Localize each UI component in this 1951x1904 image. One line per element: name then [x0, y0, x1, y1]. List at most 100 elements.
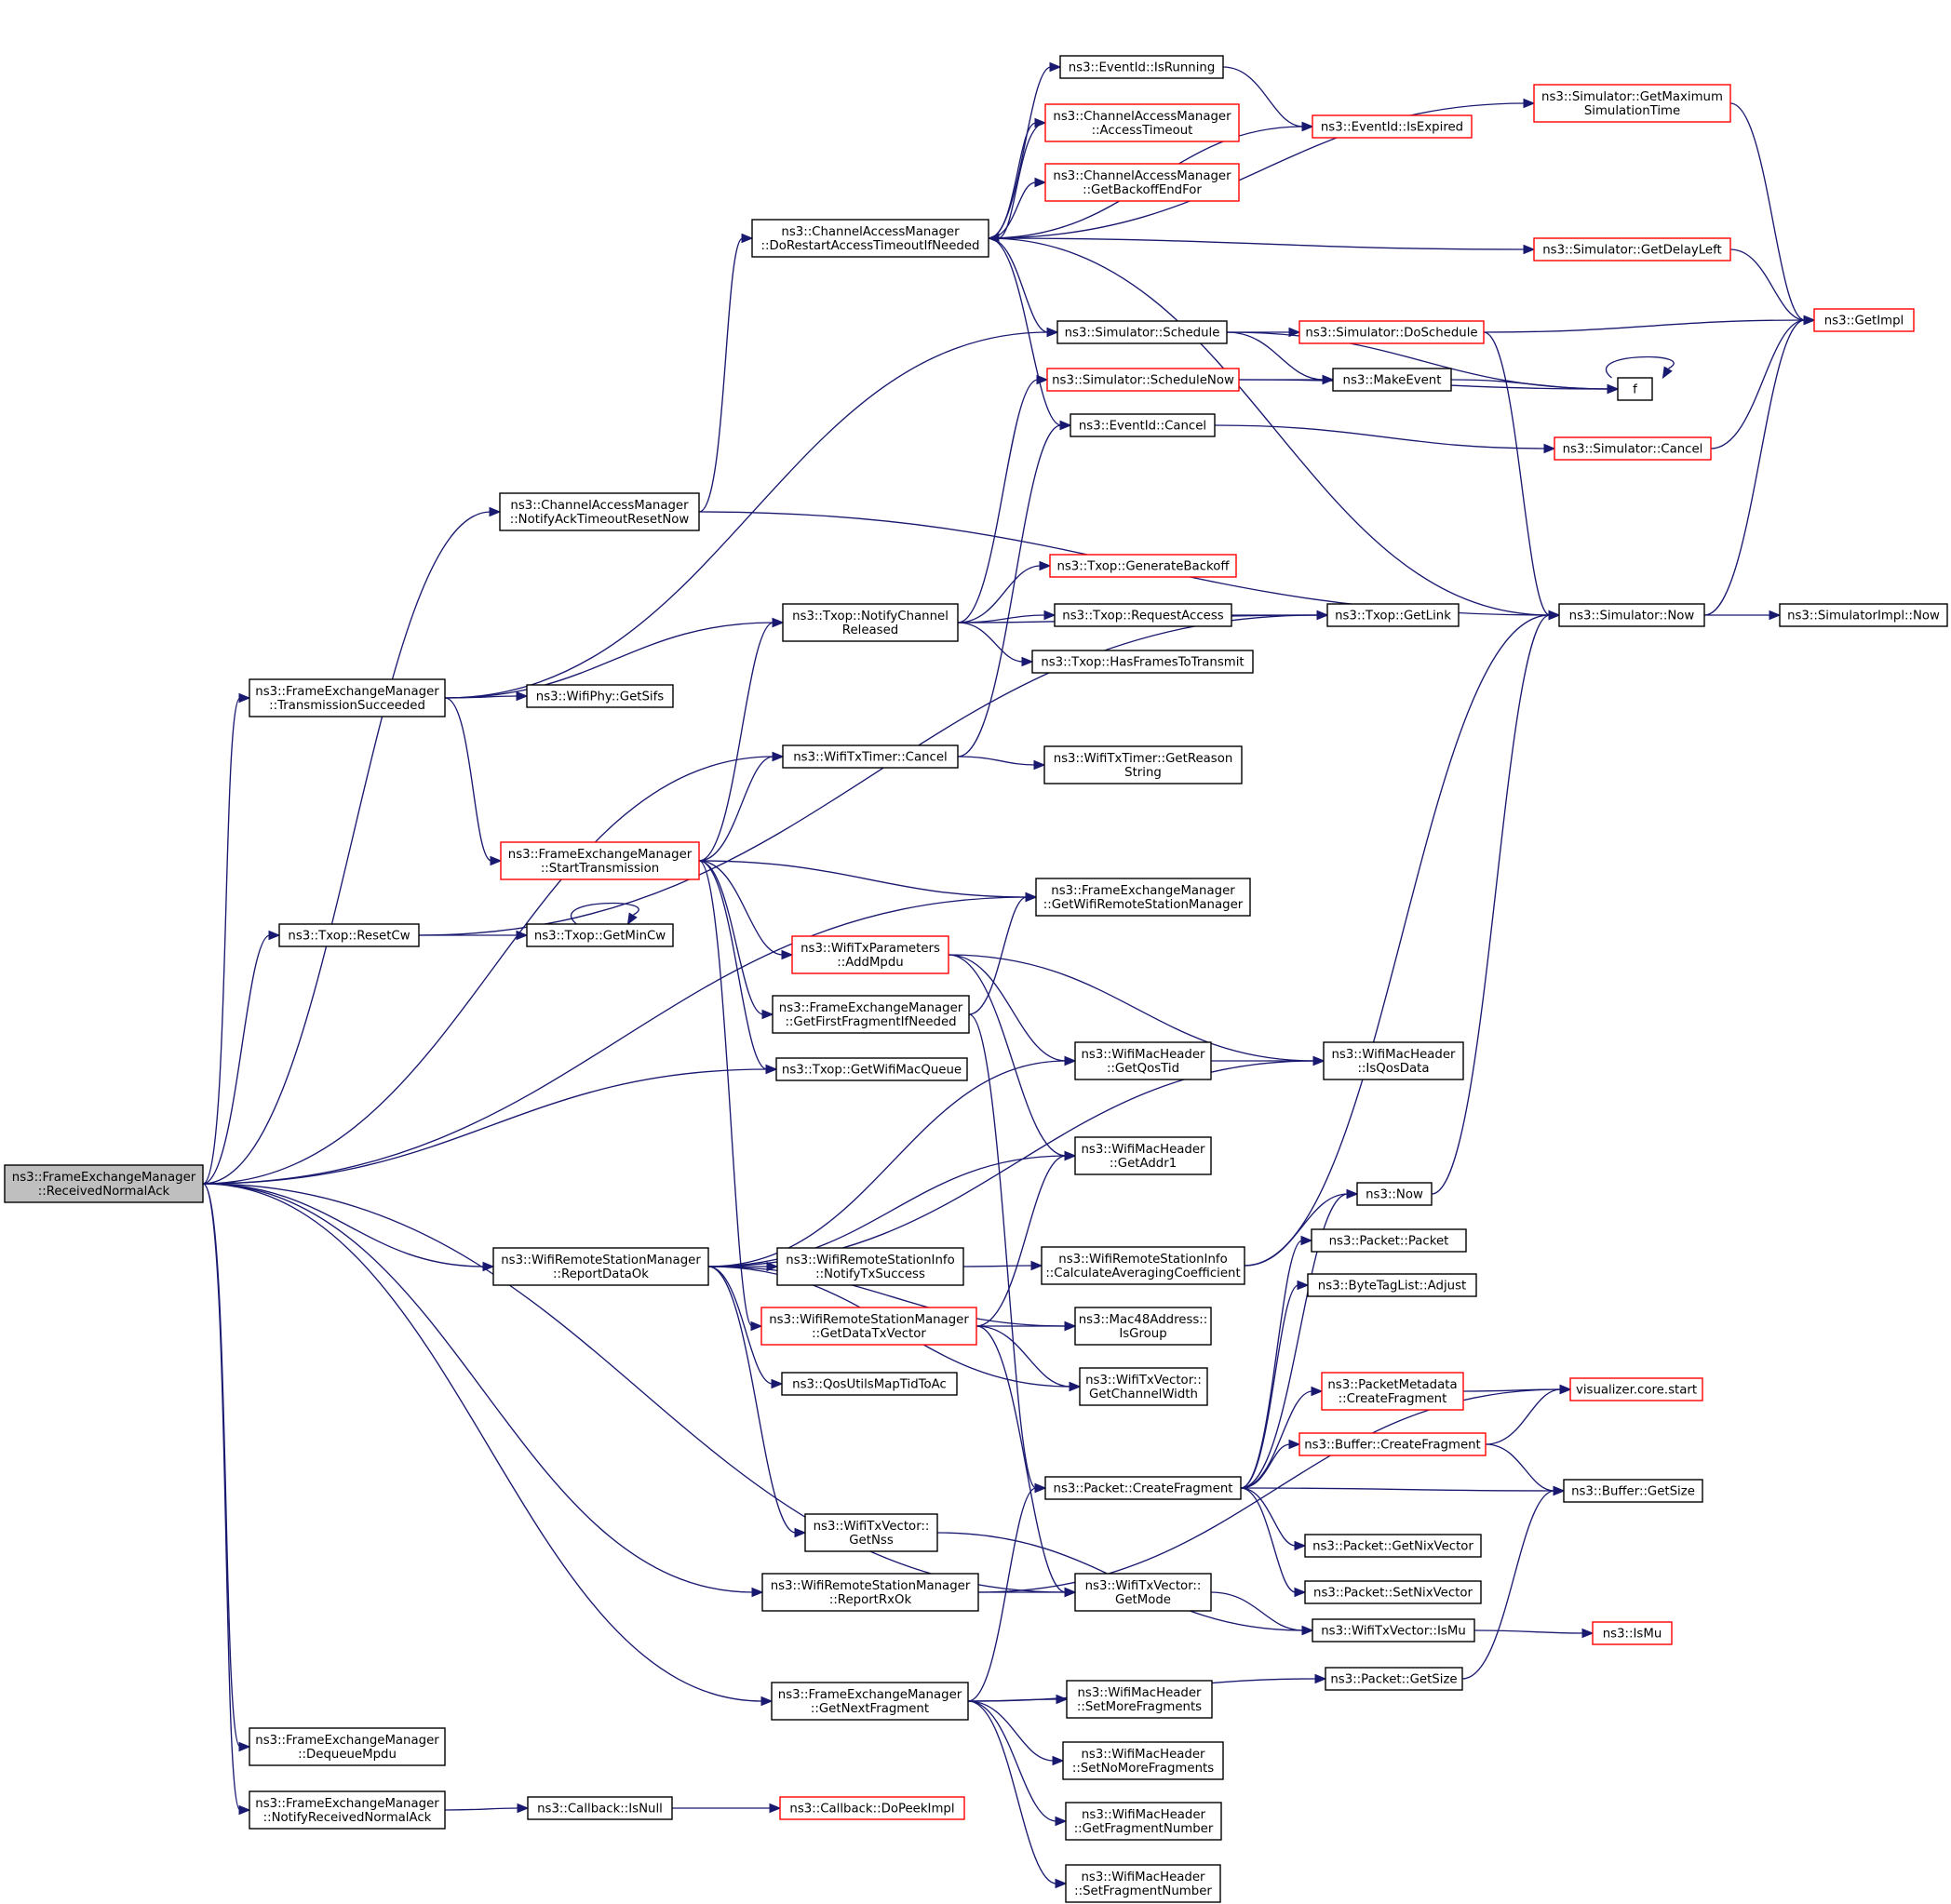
node-callback-do-peek[interactable]: ns3::Callback::DoPeekImpl: [779, 1796, 965, 1820]
node-pm-create-fragment[interactable]: ns3::PacketMetadata::CreateFragment: [1321, 1372, 1464, 1411]
edge-start-tx-to-get-first-frag: [698, 860, 774, 1020]
node-sim-now[interactable]: ns3::Simulator::Now: [1558, 603, 1705, 627]
node-dequeue-mpdu[interactable]: ns3::FrameExchangeManager::DequeueMpdu: [249, 1727, 446, 1766]
node-get-wifi-rsm[interactable]: ns3::FrameExchangeManager::GetWifiRemote…: [1035, 878, 1251, 917]
node-get-nss[interactable]: ns3::WifiTxVector::GetNss: [804, 1513, 938, 1552]
node-txop-get-link[interactable]: ns3::Txop::GetLink: [1326, 603, 1460, 627]
node-label: ::GetQosTid: [1107, 1062, 1179, 1076]
node-label: ::ReportRxOk: [829, 1593, 912, 1607]
node-notify-recv-normal-ack[interactable]: ns3::FrameExchangeManager::NotifyReceive…: [249, 1790, 446, 1830]
edge-callback-is-null-to-callback-do-peek: [672, 1803, 782, 1814]
node-box: [1326, 603, 1460, 627]
node-get-qos-tid[interactable]: ns3::WifiMacHeader::GetQosTid: [1074, 1041, 1212, 1080]
node-set-more-fragments[interactable]: ns3::WifiMacHeader::SetMoreFragments: [1066, 1680, 1213, 1719]
node-get-wifi-mac-queue[interactable]: ns3::Txop::GetWifiMacQueue: [775, 1057, 968, 1081]
node-packet-get-size[interactable]: ns3::Packet::GetSize: [1325, 1667, 1463, 1691]
node-get-min-cw[interactable]: ns3::Txop::GetMinCw: [526, 923, 674, 947]
node-get-mode[interactable]: ns3::WifiTxVector::GetMode: [1074, 1573, 1212, 1612]
node-txop-request-access[interactable]: ns3::Txop::RequestAccess: [1054, 603, 1232, 627]
node-do-restart[interactable]: ns3::ChannelAccessManager::DoRestartAcce…: [751, 219, 989, 258]
node-qos-utils[interactable]: ns3::QosUtilsMapTidToAc: [781, 1372, 958, 1396]
node-label: ns3::EventId::IsExpired: [1321, 121, 1463, 135]
node-label: ::ReportDataOk: [553, 1267, 649, 1281]
node-get-addr1[interactable]: ns3::WifiMacHeader::GetAddr1: [1074, 1136, 1212, 1175]
node-label: ns3::Mac48Address::: [1079, 1313, 1208, 1327]
node-ns3-is-mu[interactable]: ns3::IsMu: [1592, 1621, 1673, 1645]
node-start-tx[interactable]: ns3::FrameExchangeManager::StartTransmis…: [500, 841, 700, 880]
node-sim-do-schedule[interactable]: ns3::Simulator::DoSchedule: [1298, 320, 1485, 344]
node-label: ::NotifyTxSuccess: [815, 1267, 925, 1281]
node-report-data-ok[interactable]: ns3::WifiRemoteStationManager::ReportDat…: [492, 1247, 709, 1286]
node-sim-cancel[interactable]: ns3::Simulator::Cancel: [1554, 436, 1712, 461]
node-box: [782, 744, 959, 769]
node-notify-tx-success[interactable]: ns3::WifiRemoteStationInfo::NotifyTxSucc…: [776, 1247, 964, 1286]
node-report-rx-ok[interactable]: ns3::WifiRemoteStationManager::ReportRxO…: [761, 1573, 979, 1612]
node-access-timeout[interactable]: ns3::ChannelAccessManager::AccessTimeout: [1044, 103, 1240, 142]
node-label: ns3::Packet::GetSize: [1330, 1673, 1457, 1687]
node-label: ns3::ChannelAccessManager: [1053, 169, 1231, 183]
node-sim-get-delay-left[interactable]: ns3::Simulator::GetDelayLeft: [1533, 237, 1731, 261]
node-make-event[interactable]: ns3::MakeEvent: [1332, 368, 1452, 392]
node-label: ns3::Packet::GetNixVector: [1312, 1540, 1473, 1554]
node-is-group[interactable]: ns3::Mac48Address::IsGroup: [1074, 1307, 1212, 1346]
node-root[interactable]: ns3::FrameExchangeManager::ReceivedNorma…: [4, 1164, 204, 1203]
node-box: [1066, 1680, 1213, 1719]
node-byte-tag-adjust[interactable]: ns3::ByteTagList::Adjust: [1307, 1273, 1477, 1297]
node-get-backoff-end-for[interactable]: ns3::ChannelAccessManager::GetBackoffEnd…: [1044, 163, 1240, 202]
node-label: ns3::Txop::GenerateBackoff: [1056, 560, 1230, 574]
node-get-first-frag[interactable]: ns3::FrameExchangeManager::GetFirstFragm…: [772, 995, 970, 1034]
node-sim-schedule-now[interactable]: ns3::Simulator::ScheduleNow: [1046, 368, 1240, 392]
node-set-nix-vector[interactable]: ns3::Packet::SetNixVector: [1304, 1580, 1482, 1604]
node-ns3-now[interactable]: ns3::Now: [1356, 1182, 1433, 1206]
node-label: ::GetDataTxVector: [812, 1327, 926, 1341]
node-is-qos-data[interactable]: ns3::WifiMacHeader::IsQosData: [1323, 1041, 1464, 1080]
node-label: ns3::FrameExchangeManager: [255, 1797, 439, 1811]
node-set-no-more-fragments[interactable]: ns3::WifiMacHeader::SetNoMoreFragments: [1062, 1741, 1224, 1780]
node-label: ns3::WifiRemoteStationInfo: [1058, 1253, 1227, 1267]
node-box: [760, 1307, 977, 1346]
node-box: [804, 1513, 938, 1552]
node-label: SimulationTime: [1584, 104, 1680, 118]
node-calc-avg-coeff[interactable]: ns3::WifiRemoteStationInfo::CalculateAve…: [1041, 1246, 1245, 1285]
node-is-mu[interactable]: ns3::WifiTxVector::IsMu: [1312, 1618, 1475, 1643]
node-get-channel-width[interactable]: ns3::WifiTxVector::GetChannelWidth: [1079, 1367, 1208, 1406]
node-label: ::GetWifiRemoteStationManager: [1043, 898, 1244, 912]
node-label: ns3::Txop::HasFramesToTransmit: [1041, 656, 1244, 670]
node-f[interactable]: f: [1617, 377, 1653, 401]
node-buf-get-size[interactable]: ns3::Buffer::GetSize: [1563, 1479, 1703, 1503]
node-sim-schedule[interactable]: ns3::Simulator::Schedule: [1056, 320, 1228, 344]
node-box: [791, 935, 949, 974]
node-event-is-running[interactable]: ns3::EventId::IsRunning: [1059, 55, 1224, 79]
node-set-fragment-number[interactable]: ns3::WifiMacHeader::SetFragmentNumber: [1065, 1864, 1221, 1903]
node-packet-packet[interactable]: ns3::Packet::Packet: [1311, 1228, 1467, 1253]
node-event-cancel[interactable]: ns3::EventId::Cancel: [1070, 413, 1216, 437]
node-viz-start[interactable]: visualizer.core.start: [1569, 1377, 1703, 1401]
node-event-is-expired[interactable]: ns3::EventId::IsExpired: [1312, 114, 1473, 139]
node-get-impl[interactable]: ns3::GetImpl: [1813, 308, 1915, 332]
node-wifi-tx-timer-cancel[interactable]: ns3::WifiTxTimer::Cancel: [782, 744, 959, 769]
node-label: ::IsQosData: [1357, 1062, 1429, 1076]
node-callback-is-null[interactable]: ns3::Callback::IsNull: [527, 1796, 673, 1820]
node-get-nix-vector[interactable]: ns3::Packet::GetNixVector: [1304, 1534, 1482, 1558]
node-packet-create-fragment[interactable]: ns3::Packet::CreateFragment: [1044, 1476, 1242, 1500]
node-notify-ack-timeout[interactable]: ns3::ChannelAccessManager::NotifyAckTime…: [499, 492, 700, 531]
node-buf-create-fragment[interactable]: ns3::Buffer::CreateFragment: [1298, 1432, 1487, 1456]
node-sim-impl-now[interactable]: ns3::SimulatorImpl::Now: [1779, 603, 1948, 627]
node-get-sifs[interactable]: ns3::WifiPhy::GetSifs: [526, 684, 674, 708]
node-get-data-tx-vector[interactable]: ns3::WifiRemoteStationManager::GetDataTx…: [760, 1307, 977, 1346]
node-get-fragment-number[interactable]: ns3::WifiMacHeader::GetFragmentNumber: [1065, 1802, 1222, 1841]
node-get-next-fragment[interactable]: ns3::FrameExchangeManager::GetNextFragme…: [771, 1682, 969, 1721]
node-label: ns3::WifiMacHeader: [1081, 1748, 1205, 1762]
node-box: [1813, 308, 1915, 332]
node-add-mpdu[interactable]: ns3::WifiTxParameters::AddMpdu: [791, 935, 949, 974]
node-txop-has-frames[interactable]: ns3::Txop::HasFramesToTransmit: [1031, 650, 1254, 674]
edge-wifi-tx-timer-cancel-to-event-cancel: [957, 420, 1072, 758]
node-txop-generate-backoff[interactable]: ns3::Txop::GenerateBackoff: [1049, 554, 1237, 578]
node-reset-cw[interactable]: ns3::Txop::ResetCw: [278, 923, 420, 947]
edge-do-restart-to-sim-schedule: [988, 237, 1059, 338]
node-tx-succeeded[interactable]: ns3::FrameExchangeManager::TransmissionS…: [249, 678, 446, 717]
